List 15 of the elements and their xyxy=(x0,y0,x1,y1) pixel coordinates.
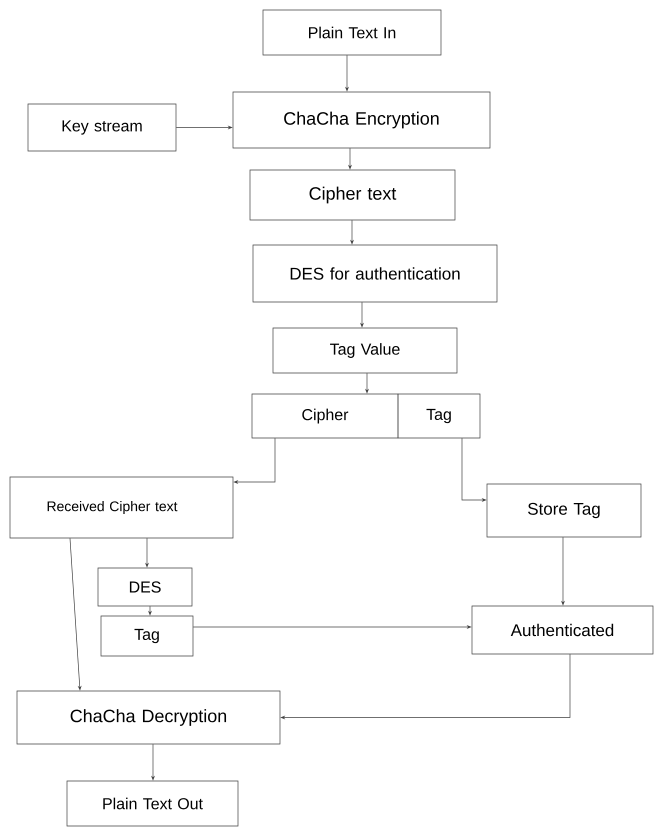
process-box: Key stream xyxy=(28,104,176,152)
process-box: Plain Text In xyxy=(262,10,442,56)
process-box: ChaCha Encryption xyxy=(232,92,490,148)
process-box: Tag xyxy=(398,394,480,438)
process-box: Plain Text Out xyxy=(66,780,238,826)
process-box: Cipher text xyxy=(250,170,456,220)
process-box: Authenticated xyxy=(472,606,654,654)
process-box: DES xyxy=(98,568,192,606)
process-box: Tag xyxy=(100,616,194,656)
process-box: DES for authentication xyxy=(252,244,498,302)
process-box: Cipher xyxy=(252,394,398,438)
process-box: ChaCha Decryption xyxy=(16,690,280,744)
process-box: Received Cipher text xyxy=(10,476,234,538)
process-box: Tag Value xyxy=(272,328,458,374)
process-box: Store Tag xyxy=(486,484,642,538)
